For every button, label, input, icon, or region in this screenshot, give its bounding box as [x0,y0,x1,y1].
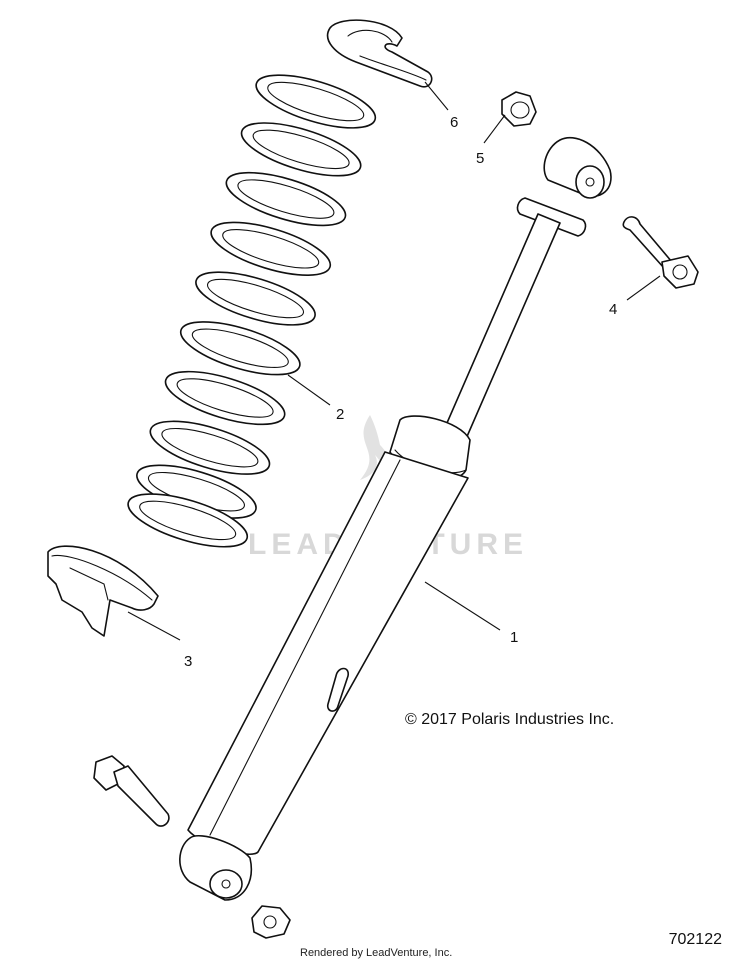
diagram-id: 702122 [668,931,722,948]
callout-3: 3 [184,653,192,670]
part-3-spring-seat [47,545,159,637]
lower-nut [251,905,291,939]
callout-1: 1 [510,629,518,646]
rendered-by-text: Rendered by LeadVenture, Inc. [300,947,453,959]
lower-bolt [93,755,170,827]
part-4-bolt [622,216,699,289]
leader-lines [127,81,661,641]
copyright-text: © 2017 Polaris Industries Inc. [405,711,615,728]
part-5-nut [501,91,537,127]
callout-2: 2 [336,406,344,423]
callout-6: 6 [450,114,458,131]
callout-5: 5 [476,150,484,167]
part-6-spring-retainer [326,19,433,88]
part-1-shock-absorber [179,136,612,901]
part-2-coil-spring [127,74,377,548]
callout-4: 4 [609,301,617,318]
